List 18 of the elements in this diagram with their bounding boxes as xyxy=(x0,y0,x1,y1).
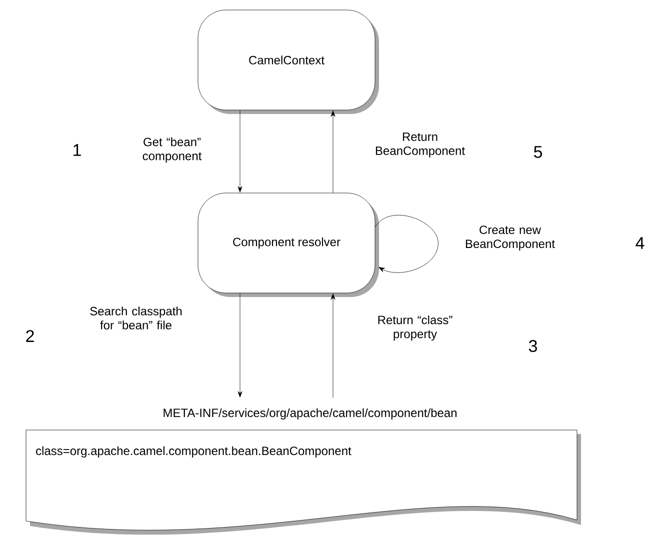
edge-label: Return BeanComponent xyxy=(376,132,465,158)
arrow xyxy=(330,110,336,193)
arrow xyxy=(330,294,336,398)
node-label: META-INF/services/org/apache/camel/component/bean xyxy=(164,408,456,420)
rounded-box: Component resolver xyxy=(198,192,379,297)
edge-label: Search classpath for “bean” file xyxy=(90,306,182,330)
arrow xyxy=(238,293,242,398)
rounded-box: CamelContext xyxy=(198,10,379,114)
step-number: 5 xyxy=(534,146,542,158)
edge-label: Create new BeanComponent xyxy=(466,226,555,250)
edge-label: Return “class” property xyxy=(378,315,452,341)
step-number: 3 xyxy=(528,340,537,352)
step-number: 1 xyxy=(74,144,81,156)
step-number: 2 xyxy=(26,330,34,342)
step-number: 4 xyxy=(636,237,644,249)
edge-label: Get “bean” component xyxy=(142,137,202,163)
arrow xyxy=(238,110,242,192)
arrow xyxy=(375,214,438,273)
